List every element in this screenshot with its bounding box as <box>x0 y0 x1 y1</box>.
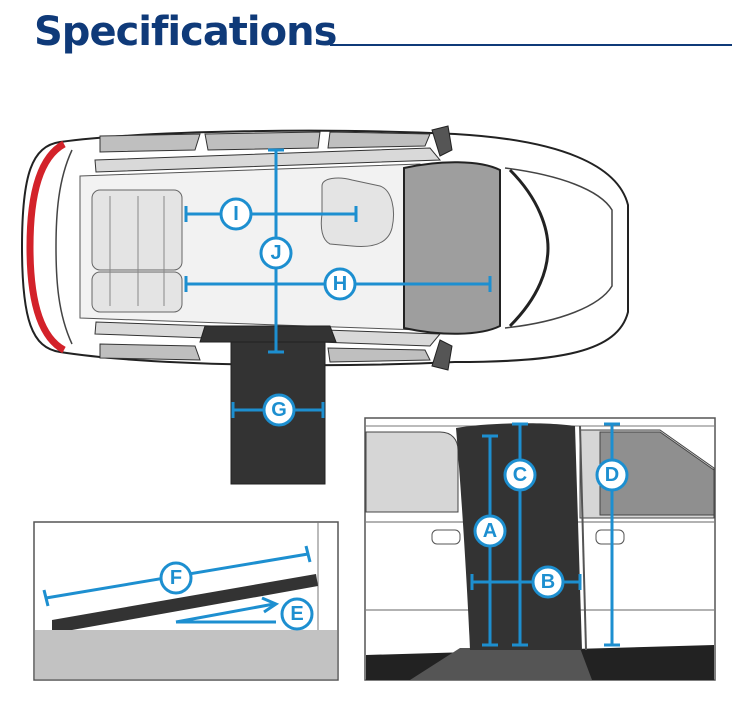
label-F: F <box>159 561 193 595</box>
label-C-text: C <box>513 464 527 486</box>
label-C: C <box>503 458 537 492</box>
label-G: G <box>262 393 296 427</box>
door-side-view <box>364 417 716 681</box>
dimension-I-line <box>184 206 358 222</box>
label-E-text: E <box>290 603 303 625</box>
van-top-view <box>20 125 629 371</box>
label-D-text: D <box>605 464 619 486</box>
ramp-top-view <box>199 325 337 485</box>
ramp-slope-view <box>33 521 339 681</box>
label-B-text: B <box>541 571 555 593</box>
label-B: B <box>531 565 565 599</box>
page-title: Specifications <box>34 9 337 55</box>
label-J-text: J <box>270 242 281 264</box>
label-E: E <box>280 597 314 631</box>
label-I: I <box>219 197 253 231</box>
label-H: H <box>323 267 357 301</box>
label-G-text: G <box>271 399 287 421</box>
label-I-text: I <box>233 203 239 225</box>
title-underline <box>330 44 732 46</box>
dimension-E-angle <box>175 596 280 624</box>
label-H-text: H <box>333 273 347 295</box>
label-F-text: F <box>170 567 182 589</box>
label-D: D <box>595 458 629 492</box>
label-A: A <box>473 514 507 548</box>
label-J: J <box>259 236 293 270</box>
label-A-text: A <box>483 520 497 542</box>
